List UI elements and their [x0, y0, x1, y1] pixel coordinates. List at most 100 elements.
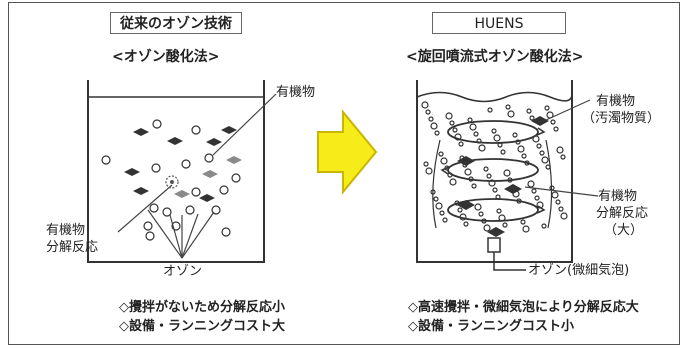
- reaction-label-line2: 分解反応: [596, 206, 649, 221]
- pollutant-label-line2: （汚濁物質）: [582, 111, 661, 126]
- micro-bubble: [558, 206, 564, 212]
- reaction-label-line2: 分解反応: [46, 240, 99, 255]
- micro-bubble: [478, 211, 484, 217]
- micro-bubble: [517, 145, 525, 153]
- micro-bubble: [545, 164, 551, 170]
- micro-bubble: [502, 222, 508, 228]
- micro-bubble: [438, 151, 444, 157]
- ozone-bubble: [181, 159, 191, 169]
- right-nozzle: [487, 237, 526, 271]
- micro-bubble: [496, 208, 502, 214]
- organic-particle: [457, 156, 475, 166]
- micro-bubble: [560, 212, 568, 220]
- left-note-1: ◇攪拌がないため分解反応小: [119, 300, 285, 315]
- micro-bubble: [467, 117, 473, 123]
- micro-bubble: [435, 202, 443, 210]
- organic-particle: [133, 187, 149, 195]
- right-organic-particles: [457, 116, 549, 237]
- ozone-bubble: [191, 125, 201, 135]
- micro-bubble: [463, 221, 469, 227]
- micro-bubble: [464, 168, 472, 176]
- ozone-bubble: [149, 203, 159, 213]
- micro-bubble: [483, 224, 491, 232]
- right-leader-lines: [524, 99, 599, 197]
- micro-bubble: [503, 169, 511, 177]
- micro-bubble: [529, 115, 535, 121]
- left-leader-lines: [117, 93, 277, 259]
- ozone-oxidation-method-label: <オゾン酸化法>: [112, 49, 220, 65]
- organic-particle: [167, 137, 183, 145]
- reaction-label-line1: 有機物: [46, 223, 86, 238]
- micro-bubble: [445, 112, 453, 120]
- micro-bubble: [440, 157, 448, 165]
- micro-bubble: [534, 195, 540, 201]
- left-organic-particles: [101, 119, 242, 241]
- ozone-bubble: [185, 205, 195, 215]
- micro-bubble: [423, 161, 429, 167]
- micro-bubble: [512, 132, 518, 138]
- ozone-bubble: [143, 221, 153, 231]
- organic-particle: [457, 200, 475, 210]
- right-note-2: ◇設備・ランニングコスト小: [408, 319, 574, 334]
- organic-particle: [124, 168, 140, 176]
- organic-particle: [174, 190, 190, 198]
- micro-bubble: [536, 143, 542, 149]
- micro-bubble: [544, 105, 550, 111]
- micro-bubble: [449, 178, 457, 186]
- pollutant-label-line1: 有機物: [596, 94, 636, 109]
- organic-particle: [487, 227, 505, 237]
- micro-bubble: [521, 153, 527, 159]
- organic-particle: [199, 194, 215, 202]
- ozone-bubble: [101, 155, 111, 165]
- organic-particle: [206, 138, 222, 146]
- micro-bubble: [487, 107, 493, 113]
- micro-bubble: [434, 130, 440, 136]
- left-reaction-burst: [165, 175, 179, 189]
- micro-bubble-ozone-label: オゾン(微細気泡): [528, 263, 630, 278]
- ozone-bubble: [191, 187, 201, 197]
- left-note-2: ◇設備・ランニングコスト大: [119, 319, 285, 334]
- left-tank: [87, 80, 265, 263]
- organic-particle: [226, 156, 242, 164]
- ozone-bubble: [162, 207, 172, 217]
- transition-arrow: [317, 109, 378, 195]
- micro-bubble: [430, 122, 438, 130]
- micro-bubble: [421, 101, 429, 109]
- ozone-bubble: [219, 185, 229, 195]
- micro-bubble: [541, 156, 549, 164]
- reaction-label-line1: 有機物: [598, 189, 638, 204]
- micro-bubble: [520, 219, 526, 225]
- micro-bubble: [560, 154, 566, 160]
- micro-bubble: [433, 196, 439, 202]
- micro-bubble: [493, 134, 501, 142]
- micro-bubble: [442, 217, 448, 223]
- right-swirl-flows: [432, 120, 553, 229]
- organic-particle: [531, 116, 549, 126]
- micro-bubble: [425, 109, 431, 115]
- micro-bubble: [473, 131, 479, 137]
- micro-bubble: [425, 167, 433, 175]
- right-micro-bubbles: [421, 101, 568, 233]
- micro-bubble: [492, 187, 498, 193]
- ozone-bubble: [221, 227, 231, 237]
- ozone-bubble: [145, 231, 155, 241]
- micro-bubble: [457, 207, 463, 213]
- organic-particle: [133, 128, 149, 136]
- ozone-bubble: [231, 173, 241, 183]
- micro-bubble: [452, 127, 458, 133]
- organic-particle: [202, 170, 218, 178]
- micro-bubble: [439, 210, 445, 216]
- organic-matter-label: 有機物: [276, 85, 316, 100]
- micro-bubble: [553, 126, 559, 132]
- micro-bubble: [486, 173, 492, 179]
- micro-bubble: [531, 188, 537, 194]
- ozone-bubble: [204, 153, 214, 163]
- organic-particle: [504, 184, 522, 194]
- conventional-tech-title: 従来のオゾン技術: [110, 12, 242, 34]
- micro-bubble: [491, 128, 497, 134]
- huens-title: HUENS: [432, 12, 566, 34]
- micro-bubble: [522, 225, 530, 233]
- micro-bubble: [505, 104, 511, 110]
- micro-bubble: [541, 223, 547, 229]
